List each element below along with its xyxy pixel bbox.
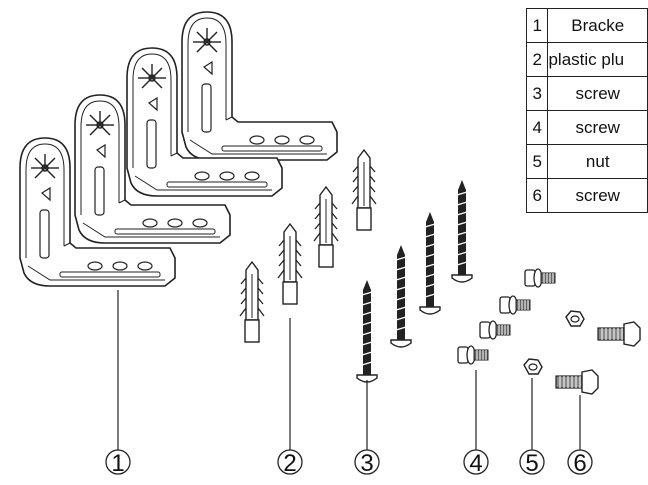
part-number: 5 <box>525 144 549 179</box>
part-name: nut <box>547 144 648 179</box>
part-name: screw <box>547 178 648 213</box>
part-number: 6 <box>525 178 549 213</box>
callout-label: 3 <box>360 450 373 477</box>
part-number: 4 <box>525 110 549 145</box>
callout-6: 6 <box>567 449 593 477</box>
part-number: 3 <box>525 76 549 111</box>
part-name: screw <box>547 76 648 111</box>
part-number: 2 <box>525 42 549 77</box>
callout-label: 1 <box>111 450 124 477</box>
callout-label: 6 <box>573 450 586 477</box>
part-name: plastic plu <box>547 42 648 77</box>
callout-label: 4 <box>469 450 482 477</box>
callout-label: 5 <box>525 450 538 477</box>
callout-3: 3 <box>354 449 380 477</box>
callout-4: 4 <box>463 449 489 477</box>
part-name: Bracke <box>547 8 648 43</box>
callout-5: 5 <box>519 449 545 477</box>
callout-label: 2 <box>283 450 296 477</box>
callout-2: 2 <box>277 449 303 477</box>
part-name: screw <box>547 110 648 145</box>
part-number: 1 <box>525 8 549 43</box>
leader-lines <box>117 290 581 450</box>
callout-1: 1 <box>105 449 131 477</box>
